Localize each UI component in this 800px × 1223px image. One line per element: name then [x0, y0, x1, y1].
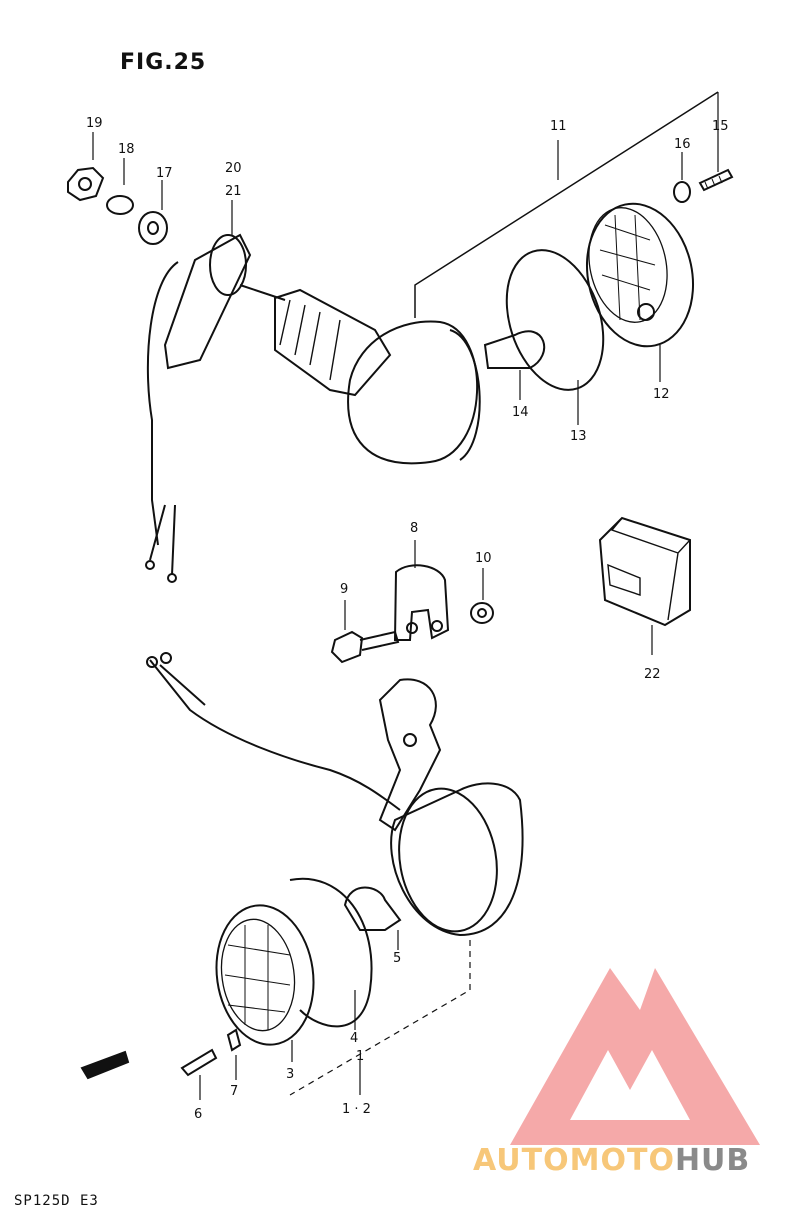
watermark-part-2: MOTO — [569, 1143, 675, 1178]
watermark-part-1: AUTO — [473, 1143, 570, 1178]
fwd-arrow-icon — [80, 1050, 130, 1080]
signal-housing-upper — [347, 320, 478, 465]
flasher-relay-part-22 — [598, 516, 691, 627]
model-code: SP125D E3 — [14, 1193, 99, 1209]
callout-17: 17 — [156, 166, 173, 181]
lens-screw-boss — [637, 303, 655, 321]
callout-1-2: 1 · 2 — [342, 1102, 371, 1117]
mount-bracket-upper — [163, 233, 252, 370]
signal-wire-upper — [146, 261, 179, 546]
callout-20: 20 — [225, 161, 242, 176]
washer-part-10 — [470, 602, 494, 624]
callout-1: 1 — [356, 1049, 364, 1064]
callout-18: 18 — [118, 142, 135, 157]
callout-11: 11 — [550, 119, 567, 134]
assembly-line — [289, 940, 471, 1096]
callout-14: 14 — [512, 405, 529, 420]
callout-22: 22 — [644, 667, 661, 682]
lens-part-12 — [585, 202, 695, 348]
callout-5: 5 — [393, 951, 401, 966]
signal-wire-ends — [149, 504, 176, 576]
watermark-part-3: HUB — [674, 1143, 751, 1178]
callout-19: 19 — [86, 116, 103, 131]
washer-part-7 — [226, 1028, 242, 1052]
bolt-shank — [359, 630, 400, 651]
callout-8: 8 — [410, 521, 418, 536]
mount-bracket-lower — [378, 678, 442, 832]
nut-hole — [78, 177, 92, 191]
stem-rubber — [274, 288, 392, 397]
screw-part-15 — [698, 168, 734, 192]
bracket-part-8 — [393, 564, 450, 641]
housing-rim — [449, 329, 481, 461]
grommet-part-20 — [209, 234, 247, 296]
callout-7: 7 — [230, 1084, 238, 1099]
lens-part-3 — [215, 904, 315, 1046]
leader-line — [414, 91, 719, 318]
callout-21: 21 — [225, 184, 242, 199]
automotohub-logo — [510, 968, 760, 1145]
watermark-brand: AUTOMOTOHUB — [473, 1143, 750, 1178]
callout-15: 15 — [712, 119, 729, 134]
screw-part-6 — [180, 1048, 218, 1077]
nut-part-19 — [67, 166, 105, 202]
callout-6: 6 — [194, 1107, 202, 1122]
signal-housing-lower — [390, 782, 524, 937]
bulb-part-14 — [483, 330, 546, 369]
callout-12: 12 — [653, 387, 670, 402]
callout-4: 4 — [350, 1031, 358, 1046]
housing-rim-lower — [398, 787, 498, 933]
gasket-part-13 — [505, 249, 605, 391]
gasket-part-4 — [289, 877, 373, 1028]
callout-9: 9 — [340, 582, 348, 597]
lock-washer-part-18 — [106, 195, 134, 215]
washer-part-16 — [673, 181, 691, 203]
bolt-head-part-9 — [330, 630, 364, 664]
washer-part-17 — [138, 211, 168, 245]
bulb-part-5 — [343, 886, 402, 931]
figure-title: FIG.25 — [120, 50, 207, 75]
callout-13: 13 — [570, 429, 587, 444]
callout-16: 16 — [674, 137, 691, 152]
callout-10: 10 — [475, 551, 492, 566]
callout-3: 3 — [286, 1067, 294, 1082]
signal-wire-lower — [149, 659, 401, 811]
